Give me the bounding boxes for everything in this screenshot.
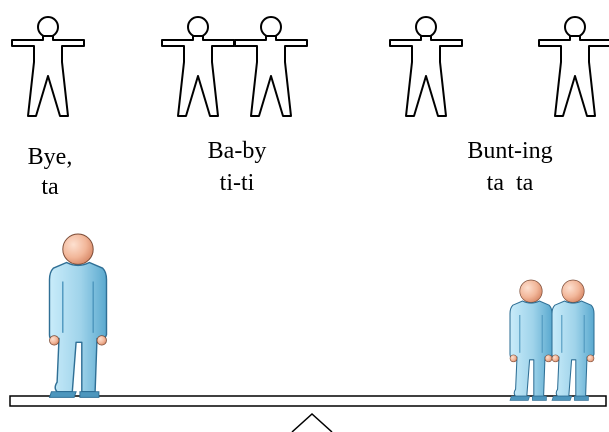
seesaw-beam [9,395,607,407]
label-group-1-line-2: ta [41,174,59,200]
stick-figure-2-icon [161,16,235,117]
small-person-2-icon [551,279,595,401]
label-group-1-line-1: Bye, [27,144,73,170]
large-person-icon [48,233,108,399]
label-group-3-line-2: ta ta [486,170,534,196]
stick-figure-1-icon [11,16,85,117]
stick-figure-3-icon [234,16,308,117]
label-group-2-line-1: Ba-by [207,138,267,164]
stick-figure-4-icon [389,16,463,117]
stick-figure-5-icon [538,16,609,117]
label-group-2-line-2: ti-ti [219,170,255,196]
fulcrum-triangle-icon [291,412,333,432]
label-group-3-line-1: Bunt-ing [467,138,553,164]
small-person-1-icon [509,279,553,401]
